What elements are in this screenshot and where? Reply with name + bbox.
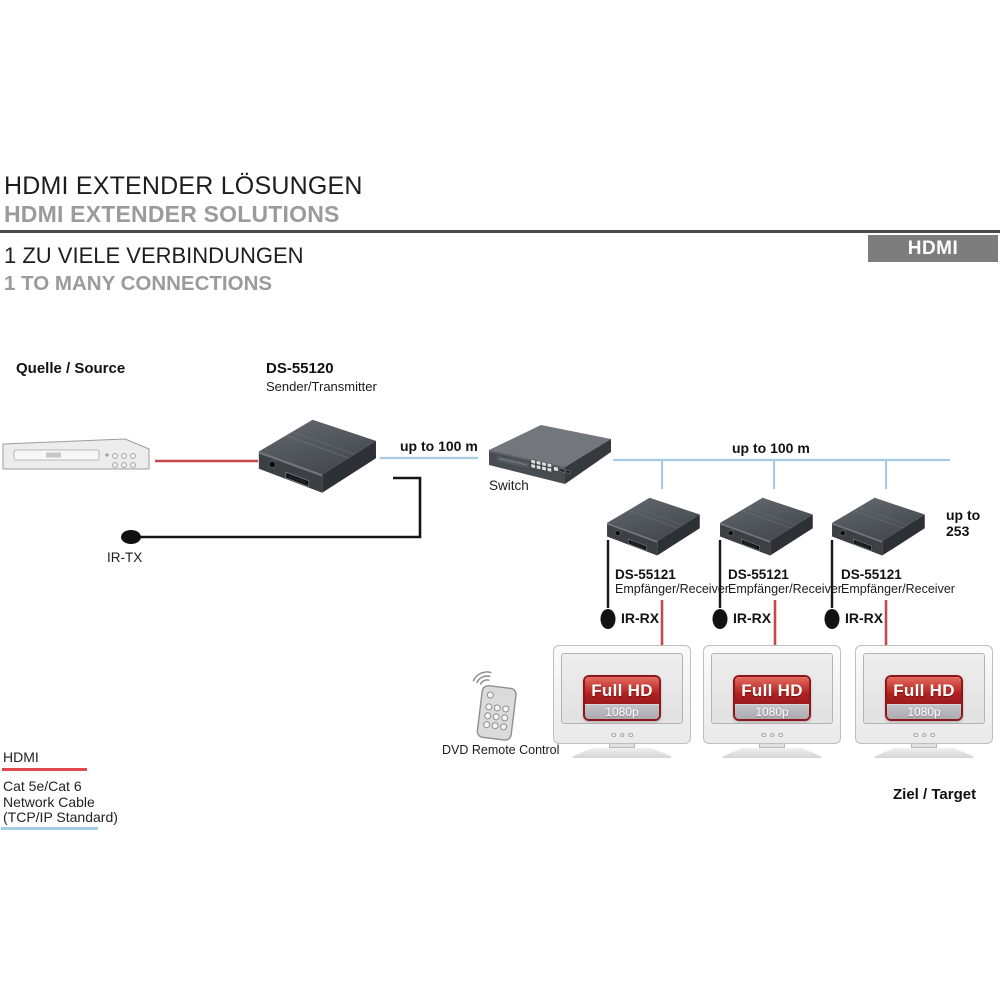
receiver-device-1 <box>606 497 701 556</box>
ir-tx-label: IR-TX <box>107 550 143 565</box>
tv-monitor-3: Full HD 1080p <box>855 645 993 761</box>
section-title-english: 1 TO MANY CONNECTIONS <box>4 272 273 295</box>
header-divider <box>0 230 1000 233</box>
tv-screen: Full HD 1080p <box>561 653 683 724</box>
receiver-device-2 <box>719 497 814 556</box>
remote-signal-waves <box>472 671 492 685</box>
fullhd-label: Full HD <box>585 677 659 704</box>
tv-stand-base <box>875 748 973 758</box>
hdmi-badge: HDMI <box>868 235 998 262</box>
page-title-german: HDMI EXTENDER LÖSUNGEN <box>4 172 363 200</box>
ir-rx-3-label: IR-RX <box>845 610 884 626</box>
fullhd-resolution: 1080p <box>585 704 659 719</box>
legend-hdmi-label: HDMI <box>3 749 39 765</box>
tv-monitor-1: Full HD 1080p <box>553 645 691 761</box>
legend-hdmi-cable-swatch <box>2 768 87 771</box>
switch-label: Switch <box>489 478 529 493</box>
max-receivers-line1: up to <box>946 507 981 523</box>
legend-network-label: Cat 5e/Cat 6 Network Cable (TCP/IP Stand… <box>3 778 123 826</box>
tv-stand-neck <box>609 744 635 748</box>
transmitter-device <box>258 419 377 494</box>
legend-network-line2: Network Cable <box>3 793 95 810</box>
dvd-player <box>2 438 150 470</box>
ir-tx-cable <box>140 476 422 539</box>
ir-rx-emitter-3 <box>824 609 840 629</box>
fullhd-resolution: 1080p <box>735 704 809 719</box>
max-receivers-line2: 253 <box>946 523 970 539</box>
tv-screen: Full HD 1080p <box>863 653 985 724</box>
fullhd-badge: Full HD 1080p <box>733 675 811 721</box>
switch-device <box>488 424 612 485</box>
tv-monitor-2: Full HD 1080p <box>703 645 841 761</box>
distance-label-2: up to 100 m <box>732 440 810 456</box>
dvd-remote-control <box>476 684 517 741</box>
fullhd-badge: Full HD 1080p <box>885 675 963 721</box>
source-label: Quelle / Source <box>16 360 126 377</box>
ir-tx-emitter <box>121 530 141 544</box>
max-receivers-label: up to 253 <box>946 507 996 539</box>
distance-label-1: up to 100 m <box>400 438 478 454</box>
receiver-device-3 <box>831 497 926 556</box>
receiver-3-model: DS-55121 <box>841 567 902 582</box>
tv-body: Full HD 1080p <box>855 645 993 744</box>
ir-rx-emitter-2 <box>712 609 728 629</box>
receiver-2-model: DS-55121 <box>728 567 789 582</box>
tv-stand-base <box>573 748 671 758</box>
tv-screen: Full HD 1080p <box>711 653 833 724</box>
fullhd-label: Full HD <box>887 677 961 704</box>
transmitter-model: DS-55120 <box>266 360 334 377</box>
tv-body: Full HD 1080p <box>553 645 691 744</box>
receiver-2-role: Empfänger/Receiver <box>728 582 842 596</box>
receiver-3-role: Empfänger/Receiver <box>841 582 955 596</box>
remote-control-label: DVD Remote Control <box>442 743 560 757</box>
legend-network-line3: (TCP/IP Standard) <box>3 809 118 825</box>
target-label: Ziel / Target <box>893 786 977 803</box>
tv-body: Full HD 1080p <box>703 645 841 744</box>
tv-stand-neck <box>911 744 937 748</box>
tv-control-dots <box>611 732 633 737</box>
receiver-1-model: DS-55121 <box>615 567 676 582</box>
tv-control-dots <box>913 732 935 737</box>
tv-control-dots <box>761 732 783 737</box>
receiver-1-role: Empfänger/Receiver <box>615 582 729 596</box>
legend-network-cable-swatch <box>1 827 98 830</box>
tv-stand-base <box>723 748 821 758</box>
ir-rx-emitter-1 <box>600 609 616 629</box>
fullhd-resolution: 1080p <box>887 704 961 719</box>
transmitter-role: Sender/Transmitter <box>266 379 377 394</box>
section-title-german: 1 ZU VIELE VERBINDUNGEN <box>4 243 304 268</box>
fullhd-label: Full HD <box>735 677 809 704</box>
ir-rx-2-label: IR-RX <box>733 610 772 626</box>
page-title-english: HDMI EXTENDER SOLUTIONS <box>4 201 340 227</box>
tv-stand-neck <box>759 744 785 748</box>
ir-rx-1-label: IR-RX <box>621 610 660 626</box>
legend-network-line1: Cat 5e/Cat 6 <box>3 778 82 794</box>
fullhd-badge: Full HD 1080p <box>583 675 661 721</box>
